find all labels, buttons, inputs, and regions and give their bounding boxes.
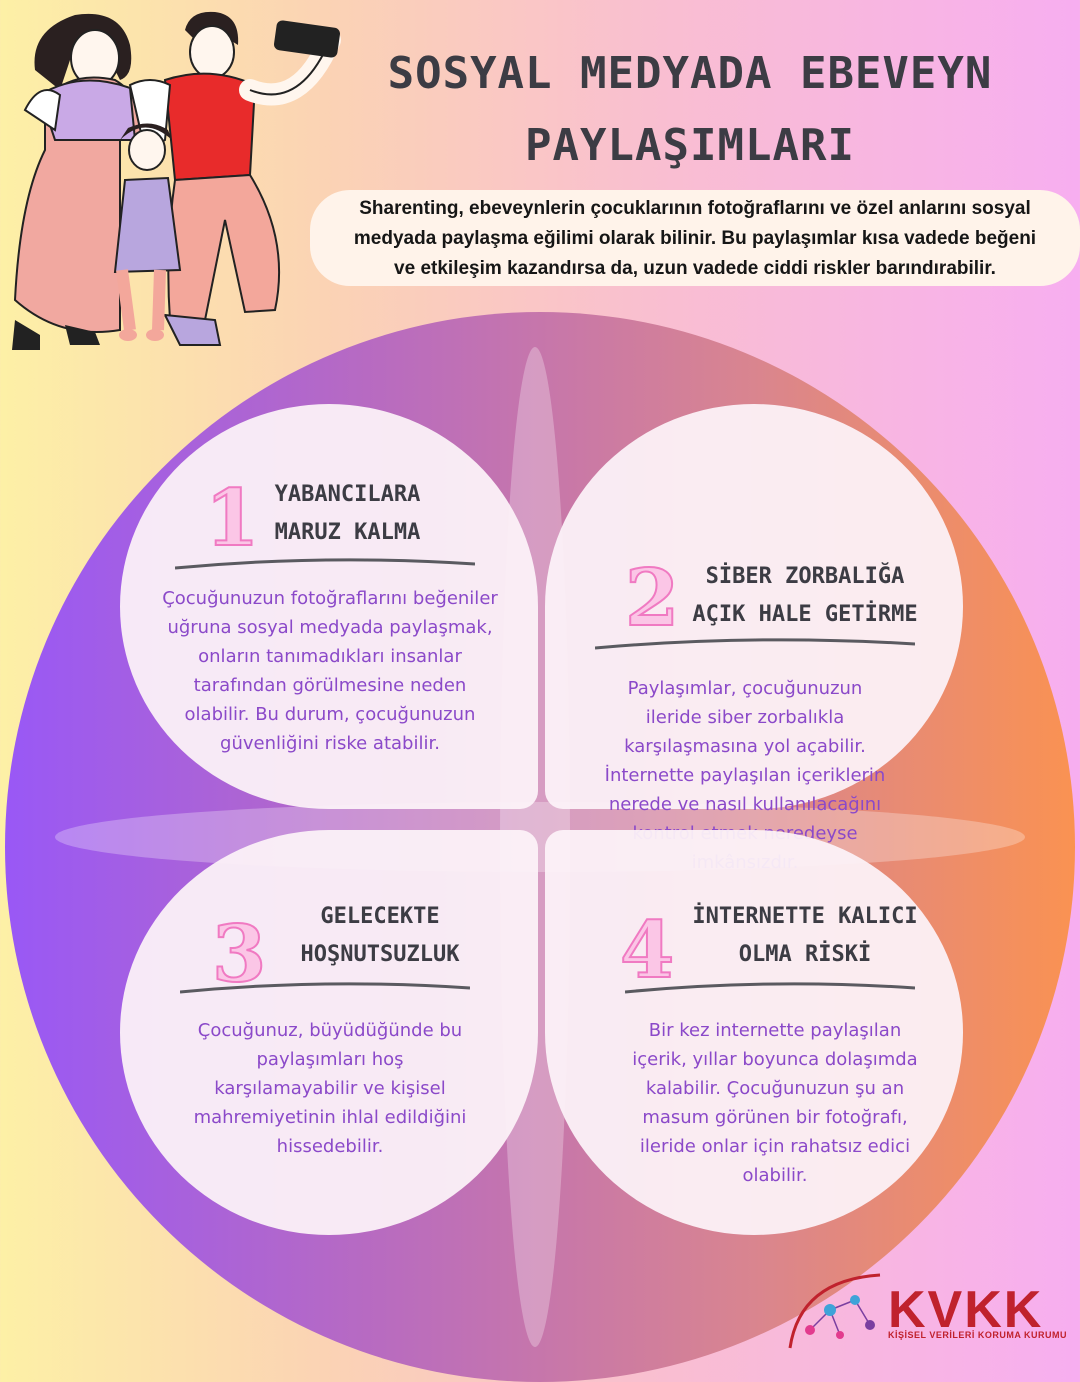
risk-body-line: Çocuğunuz, büyüdüğünde bu	[197, 1020, 463, 1041]
risk-heading-line: İNTERNETTE KALICI	[692, 904, 918, 929]
risk-body-line: güvenliğini riske atabilir.	[220, 733, 440, 754]
risk-heading-line: GELECEKTE	[320, 904, 440, 929]
logo-subtitle: KİŞİSEL VERİLERİ KORUMA KURUMU	[888, 1330, 1068, 1340]
risk-body-line: kalabilir. Çocuğunuzun şu an	[645, 1078, 905, 1099]
risk-body-line: onların tanımadıkları insanlar	[198, 646, 462, 667]
risk-body-line: ileride siber zorbalıkla	[645, 707, 845, 728]
risk-card-1: 1 YABANCILARA MARUZ KALMA Çocuğunuzun fo…	[120, 404, 538, 809]
intro-line-2: medyada paylaşma eğilimi olarak bilinir.…	[353, 228, 1037, 249]
risk-heading: GELECEKTE HOŞNUTSUZLUK	[280, 898, 480, 974]
divider-swash	[595, 638, 915, 650]
risk-heading-line: HOŞNUTSUZLUK	[300, 942, 460, 967]
risk-heading-line: YABANCILARA	[274, 482, 421, 507]
divider-swash	[175, 558, 475, 570]
risk-body-line: Paylaşımlar, çocuğunuzun	[627, 678, 863, 699]
risk-body: Bir kez internette paylaşılan içerik, yı…	[590, 1016, 960, 1190]
title-line-1: SOSYAL MEDYADA EBEVEYN	[387, 48, 993, 99]
risk-body-line: karşılamayabilir ve kişisel	[214, 1078, 446, 1099]
risk-body-line: paylaşımları hoş	[256, 1049, 404, 1070]
risk-body-line: Bir kez internette paylaşılan	[648, 1020, 902, 1041]
kvkk-logo-icon	[788, 1273, 881, 1349]
risk-body-line: içerik, yıllar boyunca dolaşımda	[632, 1049, 918, 1070]
risk-circle: 1 YABANCILARA MARUZ KALMA Çocuğunuzun fo…	[5, 312, 1075, 1382]
risk-body-line: masum görünen bir fotoğrafı,	[642, 1107, 908, 1128]
risk-body-line: Çocuğunuzun fotoğraflarını beğeniler	[162, 588, 498, 609]
risk-body-line: ileride onlar için rahatsız edici	[639, 1136, 911, 1157]
risk-body-line: hissedebilir.	[276, 1136, 384, 1157]
risk-body: Çocuğunuz, büyüdüğünde bu paylaşımları h…	[140, 1016, 520, 1161]
risk-body-line: olabilir. Bu durum, çocuğunuzun	[184, 704, 476, 725]
risk-body-line: mahremiyetinin ihlal edildiğini	[193, 1107, 467, 1128]
logo-wordmark: KVKK	[888, 1281, 1044, 1339]
intro-banner: Sharenting, ebeveynlerin çocuklarının fo…	[310, 190, 1080, 286]
risk-body-line: İnternette paylaşılan içeriklerin	[604, 765, 886, 786]
risk-card-3: 3 GELECEKTE HOŞNUTSUZLUK Çocuğunuz, büyü…	[120, 830, 538, 1235]
risk-body: Çocuğunuzun fotoğraflarını beğeniler uğr…	[135, 584, 525, 758]
risk-body-line: uğruna sosyal medyada paylaşmak,	[167, 617, 493, 638]
risk-number: 4	[619, 905, 675, 996]
intro-line-3: ve etkileşim kazandırsa da, uzun vadede …	[394, 258, 996, 279]
risk-card-2: 2 SİBER ZORBALIĞA AÇIK HALE GETİRME Payl…	[545, 404, 963, 873]
risk-heading: İNTERNETTE KALICI OLMA RİSKİ	[680, 898, 930, 974]
family-selfie-illustration	[12, 11, 341, 350]
risk-body-line: nerede ve nasıl kullanılacağını	[608, 794, 882, 815]
risk-body-line: tarafından görülmesine neden	[193, 675, 467, 696]
risk-heading-line: AÇIK HALE GETİRME	[692, 602, 918, 627]
risk-heading: SİBER ZORBALIĞA AÇIK HALE GETİRME	[690, 558, 920, 634]
risk-heading-line: SİBER ZORBALIĞA	[705, 564, 905, 589]
risk-heading-line: MARUZ KALMA	[274, 520, 421, 545]
risk-number: 3	[211, 909, 267, 1000]
risk-number: 2	[624, 553, 680, 644]
risk-heading-line: OLMA RİSKİ	[738, 942, 872, 967]
risk-card-4: 4 İNTERNETTE KALICI OLMA RİSKİ Bir kez i…	[545, 830, 963, 1235]
risk-heading: YABANCILARA MARUZ KALMA	[260, 476, 435, 552]
risk-body-line: olabilir.	[742, 1165, 808, 1186]
divider-swash	[180, 982, 470, 994]
risk-number: 1	[204, 473, 260, 564]
risk-body-line: karşılaşmasına yol açabilir.	[624, 736, 866, 757]
intro-text: Sharenting, ebeveynlerin çocuklarının fo…	[320, 194, 1070, 284]
intro-line-1: Sharenting, ebeveynlerin çocuklarının fo…	[359, 198, 1031, 219]
divider-swash	[625, 982, 915, 994]
